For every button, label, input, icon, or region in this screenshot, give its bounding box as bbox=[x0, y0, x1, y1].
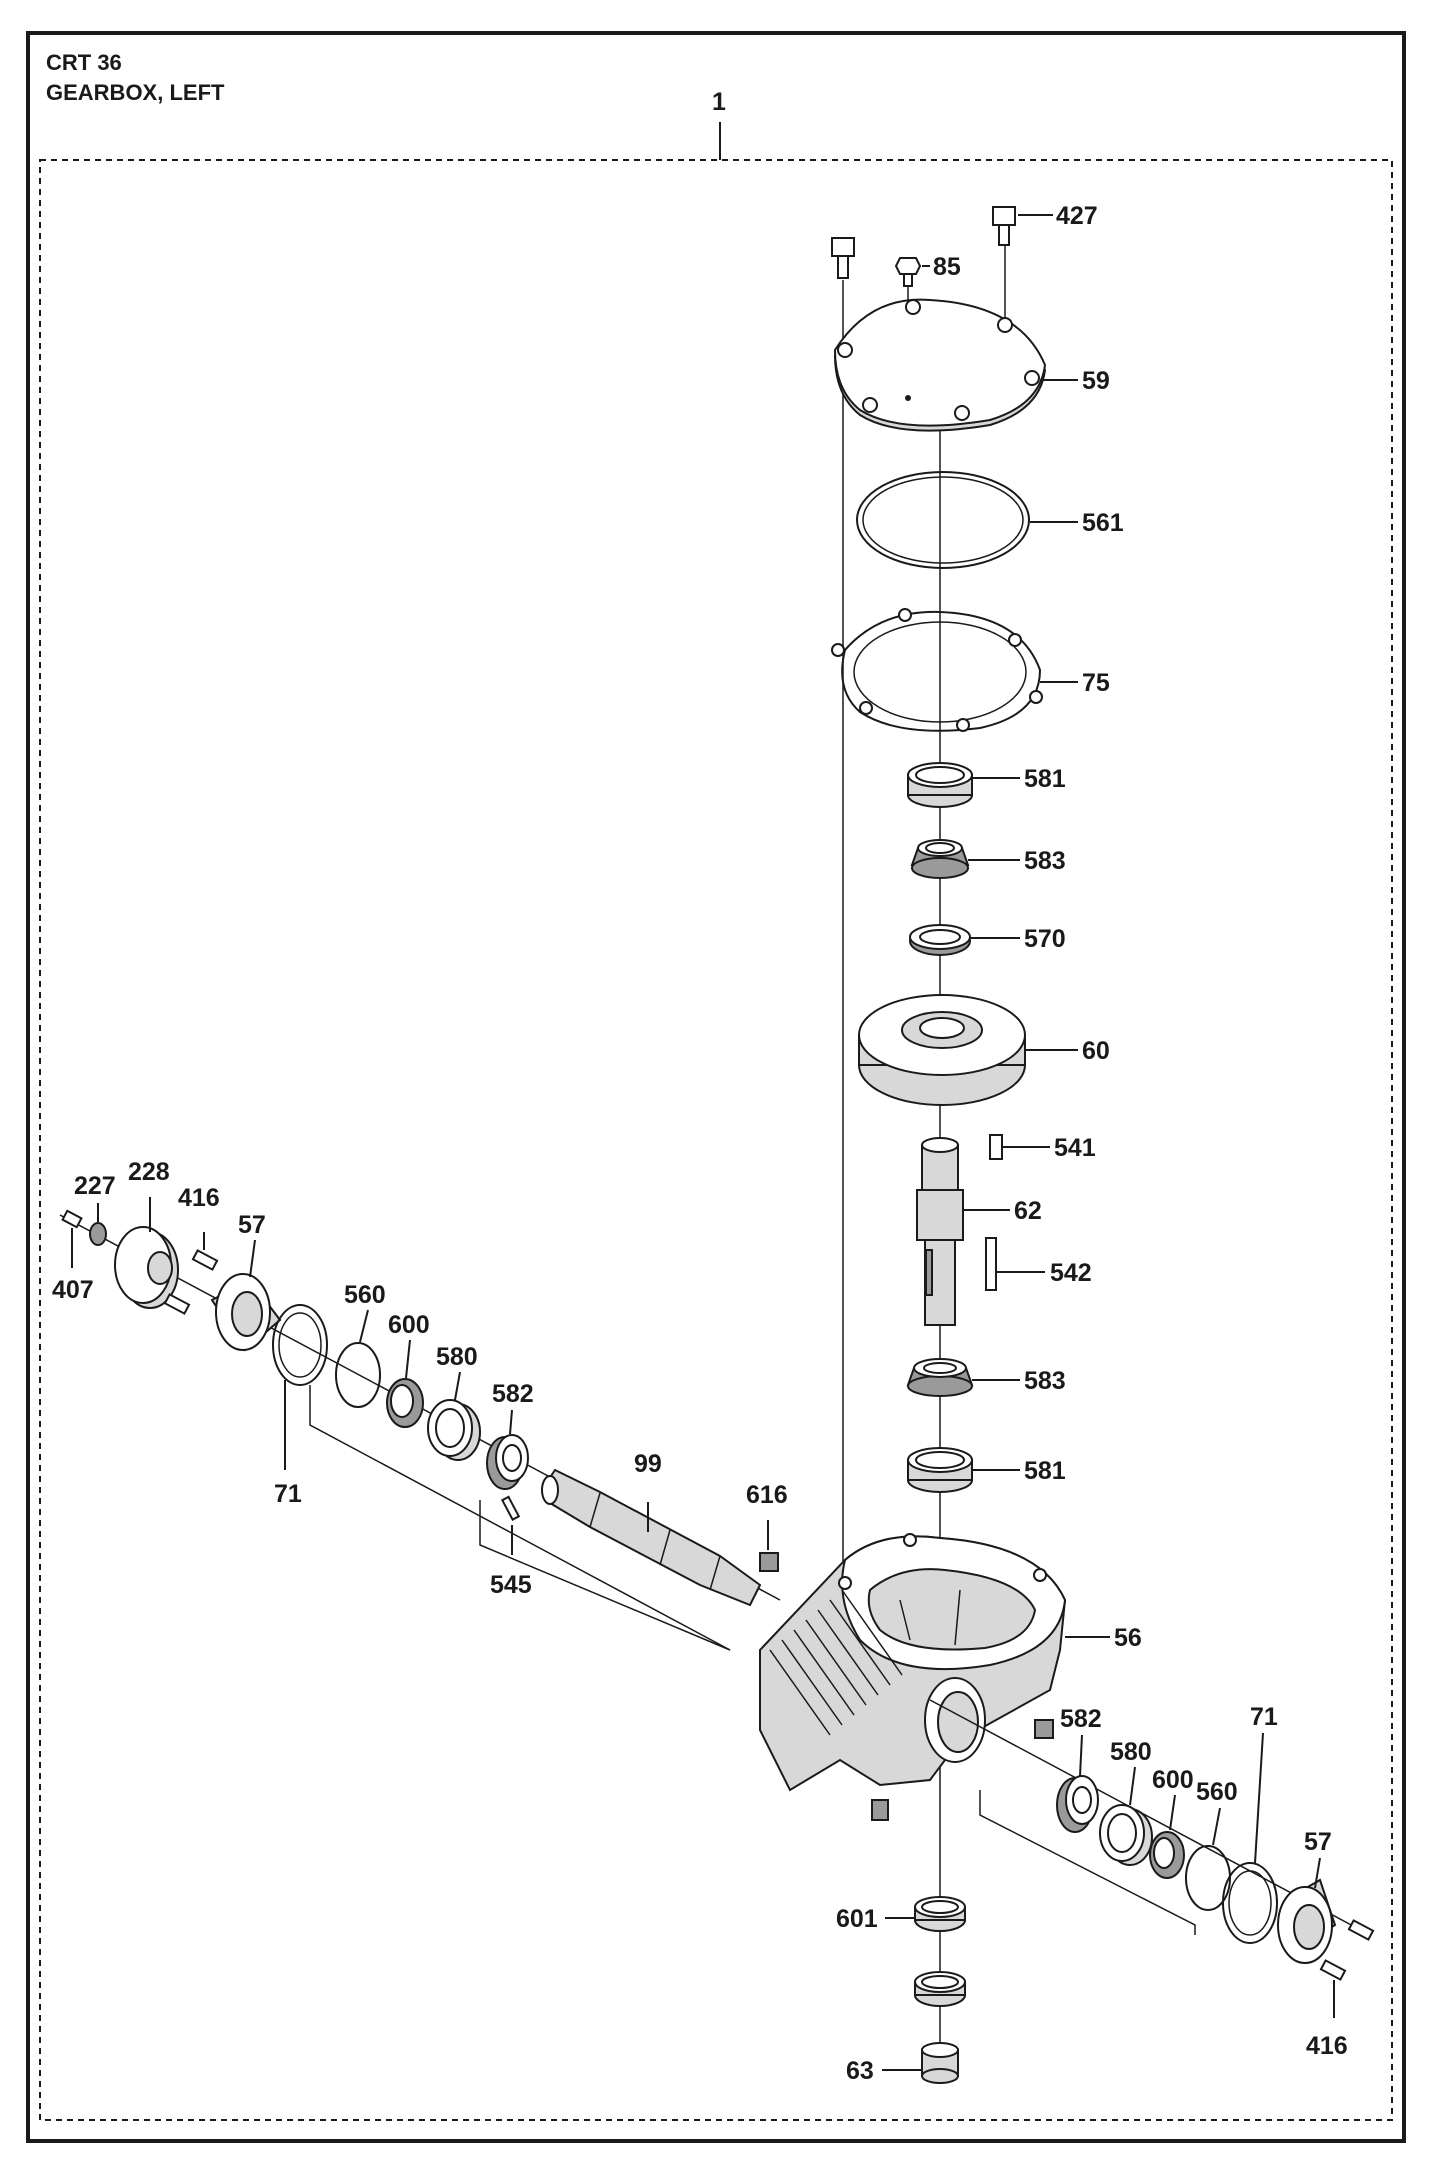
crown-gear-60 bbox=[858, 994, 1026, 1106]
callout-580-right: 580 bbox=[1110, 1738, 1152, 1766]
callout-582-right: 582 bbox=[1060, 1705, 1102, 1733]
drawing-frame bbox=[26, 31, 1406, 2143]
gearbox-housing-56 bbox=[759, 1533, 1067, 1821]
callout-60: 60 bbox=[1082, 1037, 1110, 1065]
seal-601 bbox=[914, 1896, 966, 1932]
callout-570: 570 bbox=[1024, 925, 1066, 953]
callout-560-left: 560 bbox=[344, 1281, 386, 1309]
o-ring-560-left bbox=[335, 1342, 381, 1408]
callout-416-left: 416 bbox=[178, 1184, 220, 1212]
callout-601: 601 bbox=[836, 1905, 878, 1933]
bolt-left-top bbox=[831, 237, 855, 279]
callout-542: 542 bbox=[1050, 1259, 1092, 1287]
assembly-number: 1 bbox=[712, 88, 726, 116]
o-ring-561 bbox=[856, 471, 1030, 569]
plug-616 bbox=[759, 1552, 779, 1572]
key-545 bbox=[500, 1495, 521, 1521]
callout-427: 427 bbox=[1056, 202, 1098, 230]
callout-57-right: 57 bbox=[1304, 1828, 1332, 1856]
gasket-71-left bbox=[272, 1304, 328, 1386]
callout-62: 62 bbox=[1014, 1197, 1042, 1225]
bolt-416-left-a bbox=[191, 1249, 219, 1271]
callout-63: 63 bbox=[846, 2057, 874, 2085]
cover-59 bbox=[833, 298, 1047, 432]
flange-228 bbox=[114, 1226, 179, 1309]
bearing-cover-57-left bbox=[210, 1273, 282, 1352]
bearing-583-top bbox=[910, 839, 970, 879]
gasket-75 bbox=[831, 608, 1043, 732]
bearing-cup-580-right bbox=[1099, 1804, 1153, 1866]
bearing-cover-57-right bbox=[1277, 1878, 1337, 1964]
callout-600-left: 600 bbox=[388, 1311, 430, 1339]
bearing-583-lower bbox=[906, 1358, 974, 1397]
callout-561: 561 bbox=[1082, 509, 1124, 537]
callout-56: 56 bbox=[1114, 1624, 1142, 1652]
callout-541: 541 bbox=[1054, 1134, 1096, 1162]
plug-85 bbox=[894, 257, 922, 287]
callout-227: 227 bbox=[74, 1172, 116, 1200]
seal-600-right bbox=[1149, 1831, 1185, 1879]
callout-580-left: 580 bbox=[436, 1343, 478, 1371]
callout-71-left: 71 bbox=[274, 1480, 302, 1508]
callout-labels: 427 85 59 561 75 581 583 570 60 541 62 5… bbox=[52, 202, 1348, 2085]
seal-lower bbox=[914, 1971, 966, 2007]
bolt-427 bbox=[992, 206, 1016, 246]
bearing-cup-580-left bbox=[427, 1399, 481, 1461]
callout-75: 75 bbox=[1082, 669, 1110, 697]
callout-583-top: 583 bbox=[1024, 847, 1066, 875]
bolt-416-left-b bbox=[163, 1293, 191, 1315]
callout-416-right: 416 bbox=[1306, 2032, 1348, 2060]
key-542 bbox=[985, 1237, 997, 1291]
washer-227 bbox=[89, 1222, 107, 1246]
callout-581-lower: 581 bbox=[1024, 1457, 1066, 1485]
bolt-416-right-b bbox=[1319, 1959, 1347, 1981]
bolt-407 bbox=[61, 1209, 83, 1229]
callout-600-right: 600 bbox=[1152, 1766, 1194, 1794]
callout-57-left: 57 bbox=[238, 1211, 266, 1239]
callout-99: 99 bbox=[634, 1450, 662, 1478]
callout-582-left: 582 bbox=[492, 1380, 534, 1408]
cap-63 bbox=[921, 2042, 959, 2084]
callout-85: 85 bbox=[933, 253, 961, 281]
shaft-62 bbox=[916, 1137, 964, 1326]
callout-581-top: 581 bbox=[1024, 765, 1066, 793]
bearing-582-left bbox=[486, 1434, 529, 1490]
seal-570 bbox=[909, 924, 971, 956]
model-name: CRT 36 bbox=[46, 50, 122, 75]
callout-616: 616 bbox=[746, 1481, 788, 1509]
bearing-cup-581-lower bbox=[907, 1447, 973, 1493]
title-block: CRT 36 GEARBOX, LEFT bbox=[46, 48, 224, 108]
callout-228: 228 bbox=[128, 1158, 170, 1186]
callout-59: 59 bbox=[1082, 367, 1110, 395]
seal-600-left bbox=[386, 1378, 424, 1428]
assembly-name: GEARBOX, LEFT bbox=[46, 80, 225, 105]
callout-71-right: 71 bbox=[1250, 1703, 1278, 1731]
bearing-582-right bbox=[1056, 1775, 1099, 1833]
callout-560-right: 560 bbox=[1196, 1778, 1238, 1806]
bracket-right bbox=[979, 1790, 1196, 1935]
callout-583-lower: 583 bbox=[1024, 1367, 1066, 1395]
callout-407: 407 bbox=[52, 1276, 94, 1304]
callout-545: 545 bbox=[490, 1571, 532, 1599]
assembly-boundary bbox=[39, 159, 1393, 2121]
bearing-cup-581-top bbox=[907, 762, 973, 808]
key-541 bbox=[989, 1134, 1003, 1160]
gasket-71-right bbox=[1222, 1862, 1278, 1944]
bolt-416-right-a bbox=[1347, 1919, 1375, 1941]
bracket-left bbox=[309, 1385, 731, 1651]
leader-lines bbox=[71, 214, 1335, 2071]
input-shaft-99 bbox=[541, 1468, 762, 1607]
